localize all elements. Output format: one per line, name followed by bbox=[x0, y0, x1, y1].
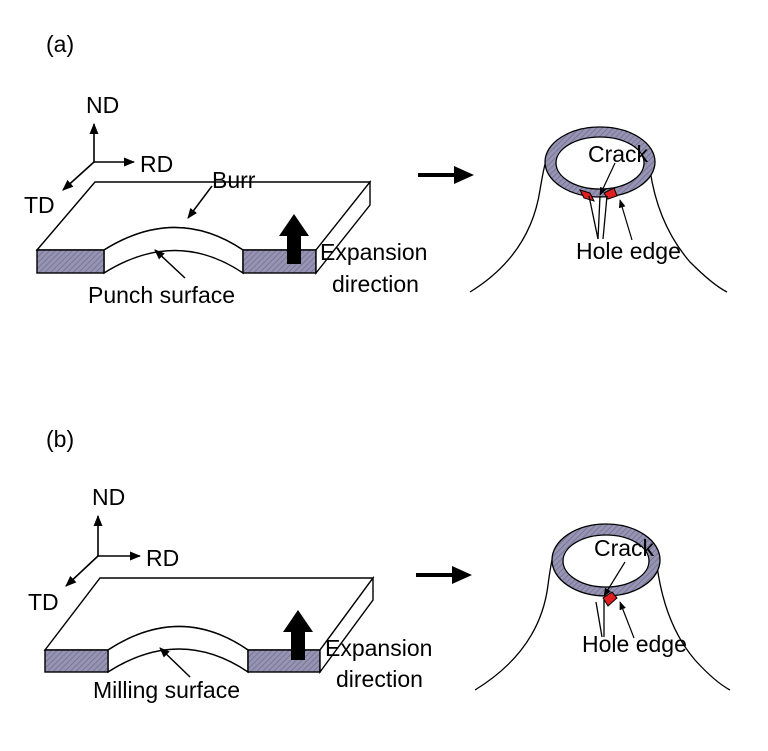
td-axis-arrow bbox=[62, 161, 95, 191]
plate-side-face bbox=[319, 575, 374, 675]
expansion-direction-arrow bbox=[279, 214, 309, 264]
expansion-label-line1: Expansion bbox=[320, 239, 427, 265]
hole-edge-pointer-3 bbox=[602, 195, 608, 240]
axis-label-nd: ND bbox=[86, 92, 119, 118]
crack-label: Crack bbox=[594, 535, 655, 561]
crack-left-marker bbox=[579, 189, 595, 202]
burr-pointer-arrow bbox=[187, 185, 213, 219]
milling-surface-label: Milling surface bbox=[93, 677, 240, 703]
axis-label-rd: RD bbox=[140, 151, 173, 177]
hole-edge-pointer-1 bbox=[595, 601, 603, 638]
punch-surface-label: Punch surface bbox=[88, 282, 235, 308]
plate-right-section bbox=[242, 249, 317, 274]
td-axis-arrow bbox=[65, 555, 99, 587]
hole-edge-pointer-arrow bbox=[619, 601, 635, 639]
expansion-direction-arrow bbox=[283, 610, 313, 660]
specimen-left-profile bbox=[469, 154, 549, 293]
plate-side-face bbox=[315, 179, 371, 276]
hole-edge-label: Hole edge bbox=[582, 631, 687, 657]
panel-a: (a) ND RD TD Burr Punch surface Expansio… bbox=[24, 31, 728, 308]
panel-b: (b) ND RD TD Milling surface Expansion d… bbox=[28, 426, 731, 703]
burr-label: Burr bbox=[212, 167, 256, 193]
plate-right-section bbox=[247, 649, 321, 673]
crack-pointer-arrow bbox=[603, 561, 626, 597]
expanded-specimen bbox=[474, 523, 731, 691]
plate-left-section bbox=[44, 649, 109, 673]
hole-edge-pointer-arrow bbox=[618, 199, 633, 241]
hole-ring bbox=[544, 126, 656, 198]
hole-edge-pointer-2 bbox=[597, 195, 601, 240]
punched-plate bbox=[35, 179, 372, 276]
hole-edge-label: Hole edge bbox=[576, 238, 681, 264]
crack-pointer-arrow bbox=[599, 162, 616, 196]
expansion-label-line2: direction bbox=[332, 271, 419, 297]
specimen-right-profile bbox=[649, 169, 728, 293]
panel-b-axes bbox=[65, 514, 142, 587]
panel-a-axes bbox=[62, 122, 136, 191]
crack-label: Crack bbox=[588, 141, 649, 167]
axis-label-td: TD bbox=[28, 589, 59, 615]
axis-label-rd: RD bbox=[146, 545, 179, 571]
panel-b-label: (b) bbox=[46, 426, 74, 452]
process-arrow bbox=[416, 566, 472, 584]
panel-a-label: (a) bbox=[46, 31, 74, 57]
milling-surface-pointer-arrow bbox=[159, 647, 191, 678]
axis-label-nd: ND bbox=[92, 484, 125, 510]
plate-left-section bbox=[36, 249, 105, 274]
specimen-right-profile bbox=[656, 565, 731, 691]
expanded-specimen bbox=[469, 126, 728, 293]
axis-label-td: TD bbox=[24, 192, 55, 218]
milled-plate bbox=[43, 575, 375, 675]
expansion-label-line1: Expansion bbox=[325, 635, 432, 661]
punch-surface-pointer-arrow bbox=[154, 249, 186, 279]
specimen-left-profile bbox=[474, 549, 556, 691]
process-arrow bbox=[418, 166, 474, 184]
expansion-label-line2: direction bbox=[336, 666, 423, 692]
hole-ring bbox=[551, 523, 661, 597]
hole-edge-pointer-1 bbox=[588, 195, 599, 240]
